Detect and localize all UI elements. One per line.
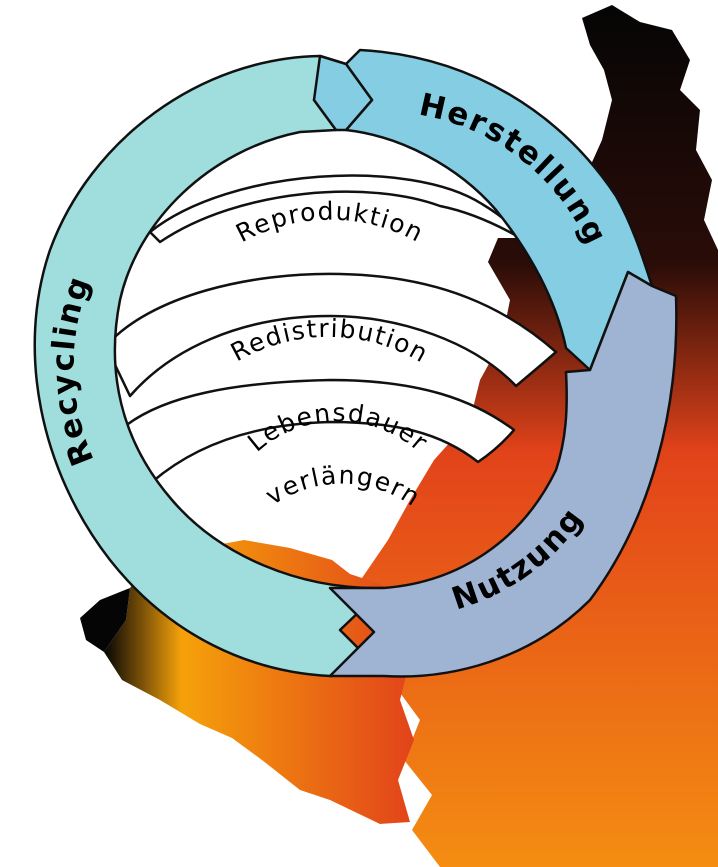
outer-ring bbox=[33, 48, 678, 678]
germany-map-west bbox=[80, 588, 130, 652]
label-verlaengern: verlängern bbox=[260, 460, 426, 512]
inner-loop-redistribution bbox=[104, 272, 558, 398]
inner-loops bbox=[104, 174, 558, 484]
label-reproduktion: Reproduktion bbox=[231, 197, 429, 249]
arrow-tip-herstellung bbox=[312, 54, 374, 132]
inner-loop-lebensdauer bbox=[116, 378, 516, 484]
segment-nutzung bbox=[328, 270, 678, 678]
